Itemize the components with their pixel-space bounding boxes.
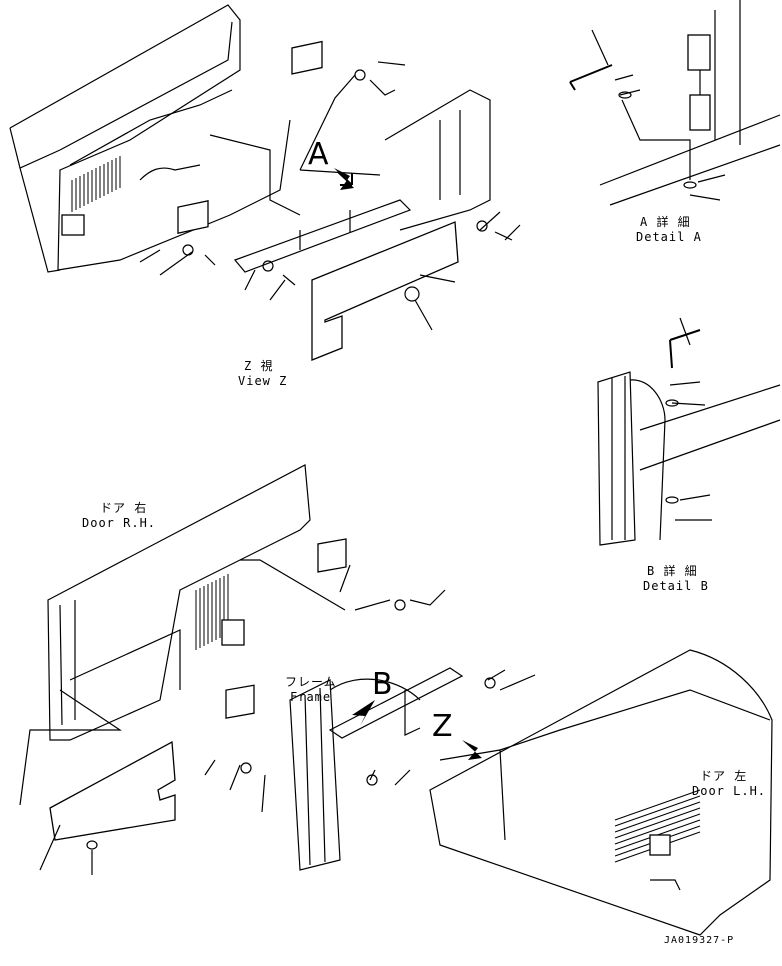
- detail-a-title-en: Detail A: [636, 230, 702, 244]
- frame-label-jp: フレーム: [285, 675, 337, 689]
- rh-door-louver-grille: [195, 574, 229, 650]
- door-rh-label-jp: ドア 右: [100, 501, 148, 515]
- detail-a-title-jp: A 詳 細: [640, 215, 691, 229]
- detail-b-title-en: Detail B: [643, 579, 709, 593]
- drawing-code: JA019327-P: [664, 935, 735, 946]
- callout-z-label: Z: [432, 709, 453, 744]
- callout-a-label: A: [308, 137, 329, 172]
- arrow-b-icon: [352, 700, 375, 726]
- detail-b-title-jp: B 詳 細: [647, 564, 698, 578]
- frame-label-en: Frame: [290, 690, 332, 704]
- door-lh-label-jp: ドア 左: [700, 769, 748, 783]
- arrow-z-icon: [462, 740, 482, 760]
- view-z-title-jp: Z 視: [244, 359, 274, 373]
- door-lh-label-en: Door L.H.: [692, 784, 767, 798]
- view-z-assembly: [9, 4, 521, 361]
- view-z-title-en: View Z: [238, 374, 288, 388]
- callout-b-label: B: [372, 667, 393, 702]
- detail-a-view: [569, 0, 781, 206]
- door-louver-grille: [71, 156, 121, 212]
- detail-b-view: [597, 317, 781, 546]
- main-assembly: [19, 464, 773, 936]
- door-rh-label-en: Door R.H.: [82, 516, 157, 530]
